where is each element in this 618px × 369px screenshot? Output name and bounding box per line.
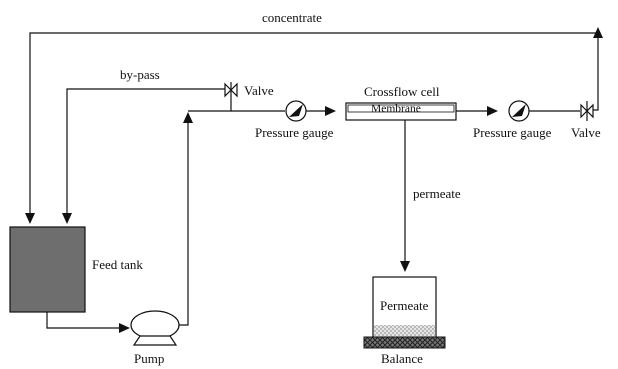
right-gauge-inlet-arrowhead [487,106,498,116]
permeate-flow-label: permeate [413,186,461,201]
balance [363,336,446,349]
outlet-valve-label: Valve [571,125,601,140]
bypass-tank-arrowhead [62,213,72,224]
pressure-gauge-right-icon[interactable] [508,100,530,122]
pressure-gauge-left-icon[interactable] [285,100,307,122]
pressure-gauge-right-label: Pressure gauge [473,125,552,140]
pump-icon[interactable] [130,310,180,346]
outlet-valve-icon[interactable] [580,101,594,121]
tank-to-pump-line [46,312,120,329]
feed-tank-label: Feed tank [92,257,143,272]
permeate-container-label: Permeate [380,298,429,313]
feed-tank [9,226,86,313]
crossflow-cell-label: Crossflow cell [364,84,440,99]
bypass-valve-label: Valve [244,83,274,98]
pressure-gauge-left-label: Pressure gauge [255,125,334,140]
cell-inlet-arrowhead [325,106,336,116]
permeate-liquid [374,325,435,337]
membrane-label: Membrane [371,103,421,115]
bypass-label: by-pass [120,67,160,82]
pump-label: Pump [134,351,164,366]
pump-outlet-line [179,122,189,326]
balance-label: Balance [381,351,423,366]
bypass-valve-icon[interactable] [224,82,238,104]
concentrate-top-line [29,32,598,214]
bypass-line [66,88,225,214]
membrane [347,104,455,113]
pump-inlet-arrowhead [119,323,130,333]
main-feed-line [188,104,232,112]
concentrate-label: concentrate [262,10,322,25]
permeate-arrowhead [400,261,410,272]
concentrate-return-line [585,35,599,111]
concentrate-tank-arrowhead [25,213,35,224]
riser-up-arrowhead [183,112,193,123]
